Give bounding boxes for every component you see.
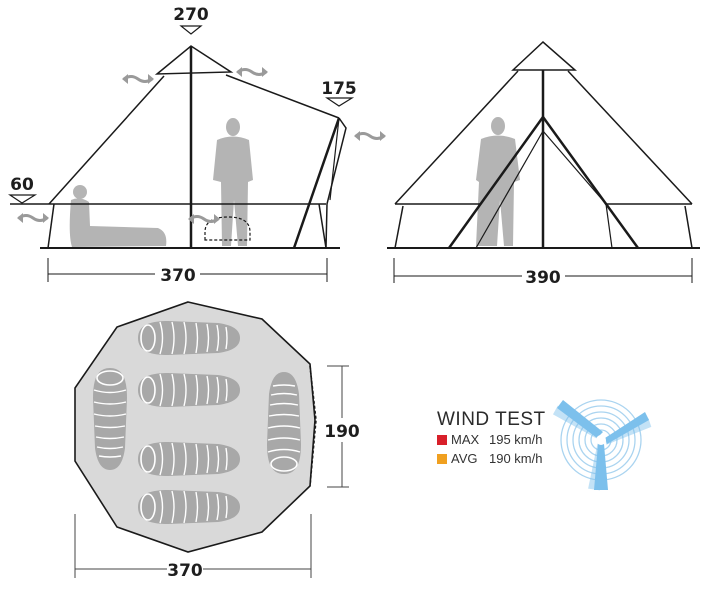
peak-height-marker [179, 25, 203, 35]
wind-turbine-icon [552, 399, 652, 491]
max-value: 195 km/h [489, 432, 543, 447]
wind-test-row-avg: AVG 190 km/h [437, 449, 546, 468]
peak-height-label: 270 [173, 5, 209, 25]
wind-test-legend: WIND TEST MAX 195 km/h AVG 190 km/h [437, 410, 546, 468]
side-length-label: 370 [160, 266, 196, 286]
sleeping-bag-icon [137, 441, 241, 477]
avg-swatch-icon [437, 453, 447, 464]
vent-arrow-icon [352, 129, 388, 143]
floor-width-label: 370 [167, 561, 203, 581]
front-width-label: 390 [525, 268, 561, 288]
front-view [387, 40, 700, 283]
sleeping-bag-icon [137, 320, 241, 356]
vent-arrow-icon [234, 65, 270, 79]
sitting-person-icon [69, 185, 167, 247]
side-view [8, 25, 355, 282]
rear-height-label: 175 [321, 79, 357, 99]
side-height-label: 60 [10, 175, 34, 195]
sleeping-bag-icon [137, 489, 241, 525]
sleeping-bag-icon [137, 372, 241, 408]
sleeping-bag-icon [266, 371, 302, 475]
wind-test-title: WIND TEST [437, 409, 546, 430]
wind-test-row-max: MAX 195 km/h [437, 430, 546, 449]
side-height-marker [8, 194, 38, 204]
max-label: MAX [451, 432, 480, 447]
rear-height-marker [325, 97, 355, 107]
avg-value: 190 km/h [489, 451, 543, 466]
max-swatch-icon [437, 434, 447, 445]
vent-arrow-icon [186, 212, 222, 226]
sleeping-bag-icon [92, 367, 128, 471]
standing-person-icon [213, 118, 253, 246]
floor-depth-label: 190 [324, 422, 360, 442]
avg-label: AVG [451, 451, 478, 466]
door-outline [204, 216, 251, 241]
floor-plan [74, 301, 349, 578]
vent-arrow-icon [15, 211, 51, 225]
vent-arrow-icon [120, 72, 156, 86]
